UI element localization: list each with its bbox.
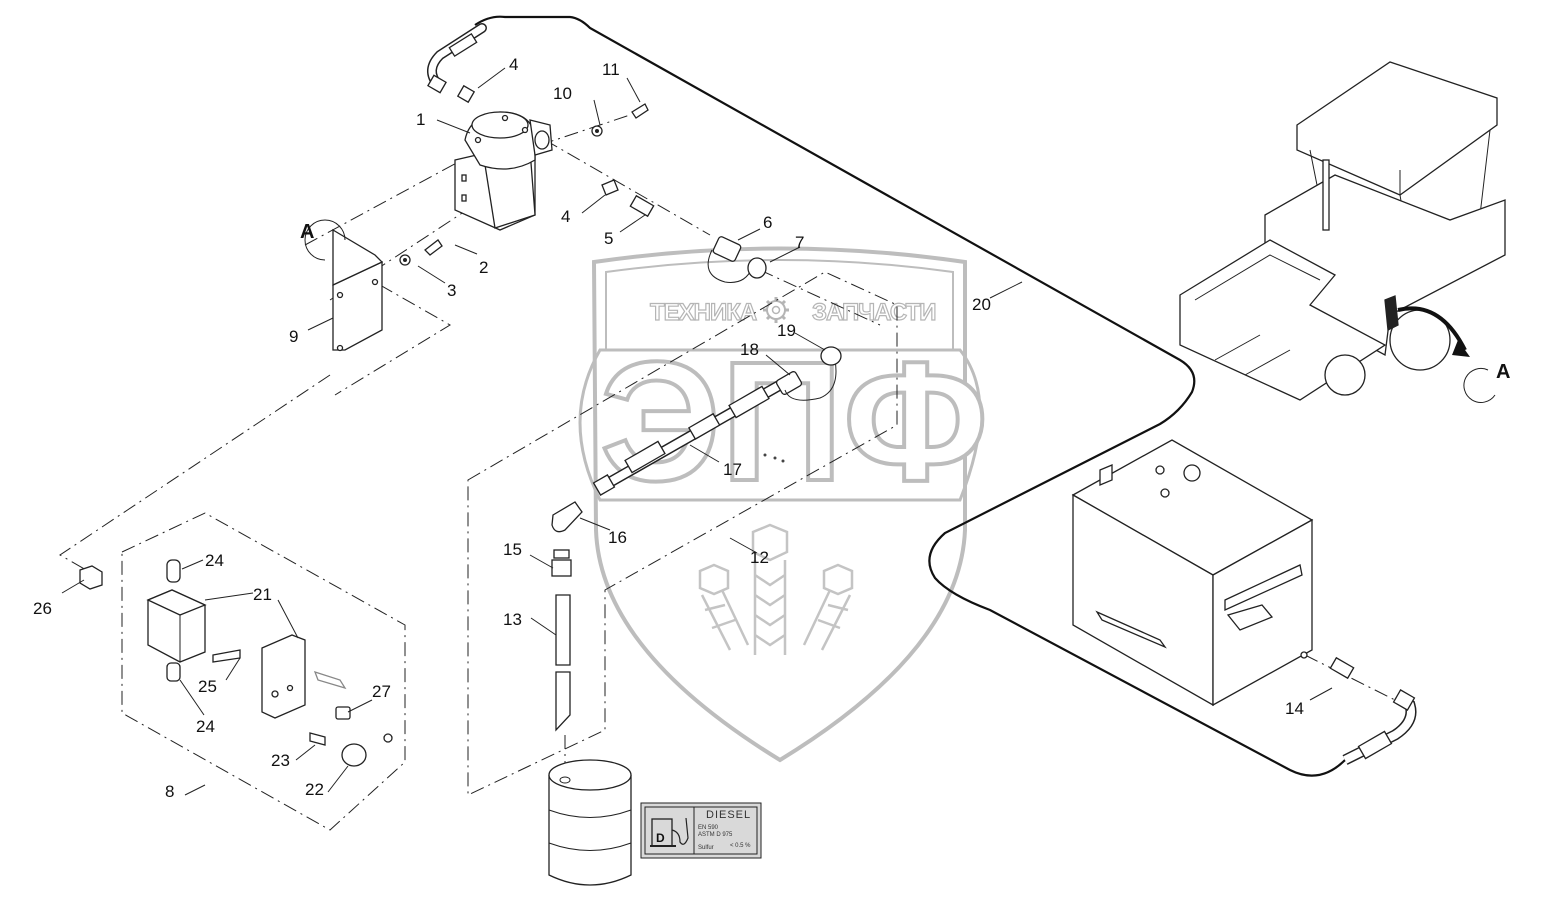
fuel-tank xyxy=(1071,439,1314,707)
callout-14: 14 xyxy=(1285,699,1304,718)
fuel-pump xyxy=(454,111,553,231)
callout-20: 20 xyxy=(972,295,991,314)
suction-pipe xyxy=(551,501,583,732)
watermark-text-left: ТЕХНИКА xyxy=(650,299,757,326)
callout-24-top: 24 xyxy=(205,551,224,570)
label-line3: Sulfur xyxy=(698,845,714,851)
callout-15: 15 xyxy=(503,540,522,559)
watermark-logo: ЭПФ xyxy=(600,327,988,517)
fuel-barrel xyxy=(548,759,632,886)
callout-12: 12 xyxy=(750,548,769,567)
callout-3: 3 xyxy=(447,281,456,300)
callout-26: 26 xyxy=(33,599,52,618)
callout-11: 11 xyxy=(602,60,620,79)
callout-21: 21 xyxy=(253,585,272,604)
label-title: DIESEL xyxy=(706,809,751,821)
pump-inlet-hose xyxy=(427,23,487,104)
callout-25: 25 xyxy=(198,677,217,696)
callout-27: 27 xyxy=(372,682,391,701)
watermark-text-right: ЗАПЧАСТИ xyxy=(812,299,936,326)
watermark-letters-panel xyxy=(578,348,982,502)
callout-16: 16 xyxy=(608,528,627,547)
pump-letter: D xyxy=(656,831,665,845)
callout-17: 17 xyxy=(723,460,742,479)
callout-1: 1 xyxy=(416,110,425,129)
callout-13: 13 xyxy=(503,610,522,629)
transfer-hose xyxy=(592,346,842,496)
callout-7: 7 xyxy=(795,233,804,252)
callout-6: 6 xyxy=(763,213,772,232)
leader-lines xyxy=(61,67,1333,796)
watermark-shield xyxy=(591,246,967,763)
mounting-bracket xyxy=(332,228,384,352)
callouts: 1 2 3 4 4 5 6 7 8 9 10 11 12 13 14 15 16… xyxy=(33,55,1304,801)
watermark-wheat xyxy=(698,523,854,655)
label-line3b: < 0.5 % xyxy=(730,843,751,849)
callout-18: 18 xyxy=(740,340,759,359)
callout-4-mid: 4 xyxy=(561,207,570,226)
gear-icon xyxy=(763,297,789,323)
detail-a-label-paver: A xyxy=(1496,361,1510,383)
detail-a-marker: A xyxy=(300,219,346,261)
watermark: ТЕХНИКА ЗАПЧАСТИ ЭПФ xyxy=(578,246,990,763)
callout-22: 22 xyxy=(305,780,324,799)
callout-19: 19 xyxy=(777,321,796,340)
callout-24-bottom: 24 xyxy=(196,717,215,736)
pump-fasteners xyxy=(399,103,655,266)
callout-9: 9 xyxy=(289,327,298,346)
fuel-pump-icon: D xyxy=(650,817,689,847)
callout-10: 10 xyxy=(553,84,572,103)
callout-23: 23 xyxy=(271,751,290,770)
callout-5: 5 xyxy=(604,229,613,248)
label-line2: ASTM D 975 xyxy=(698,832,733,838)
watermark-banner xyxy=(605,259,954,351)
label-line1: EN 590 xyxy=(698,825,719,831)
asphalt-paver-illustration: A xyxy=(1179,61,1510,403)
fuel-hose-20 xyxy=(474,15,1346,777)
callout-2: 2 xyxy=(479,258,488,277)
callout-4-top: 4 xyxy=(509,55,518,74)
switch-box-kit xyxy=(79,559,393,767)
quick-coupling xyxy=(707,236,767,283)
tank-outlet-fitting xyxy=(1329,656,1417,765)
detail-a-label: A xyxy=(300,221,314,243)
diesel-fuel-label: D DIESEL EN 590 ASTM D 975 Sulfur < 0.5 … xyxy=(640,802,762,859)
callout-8: 8 xyxy=(165,782,174,801)
